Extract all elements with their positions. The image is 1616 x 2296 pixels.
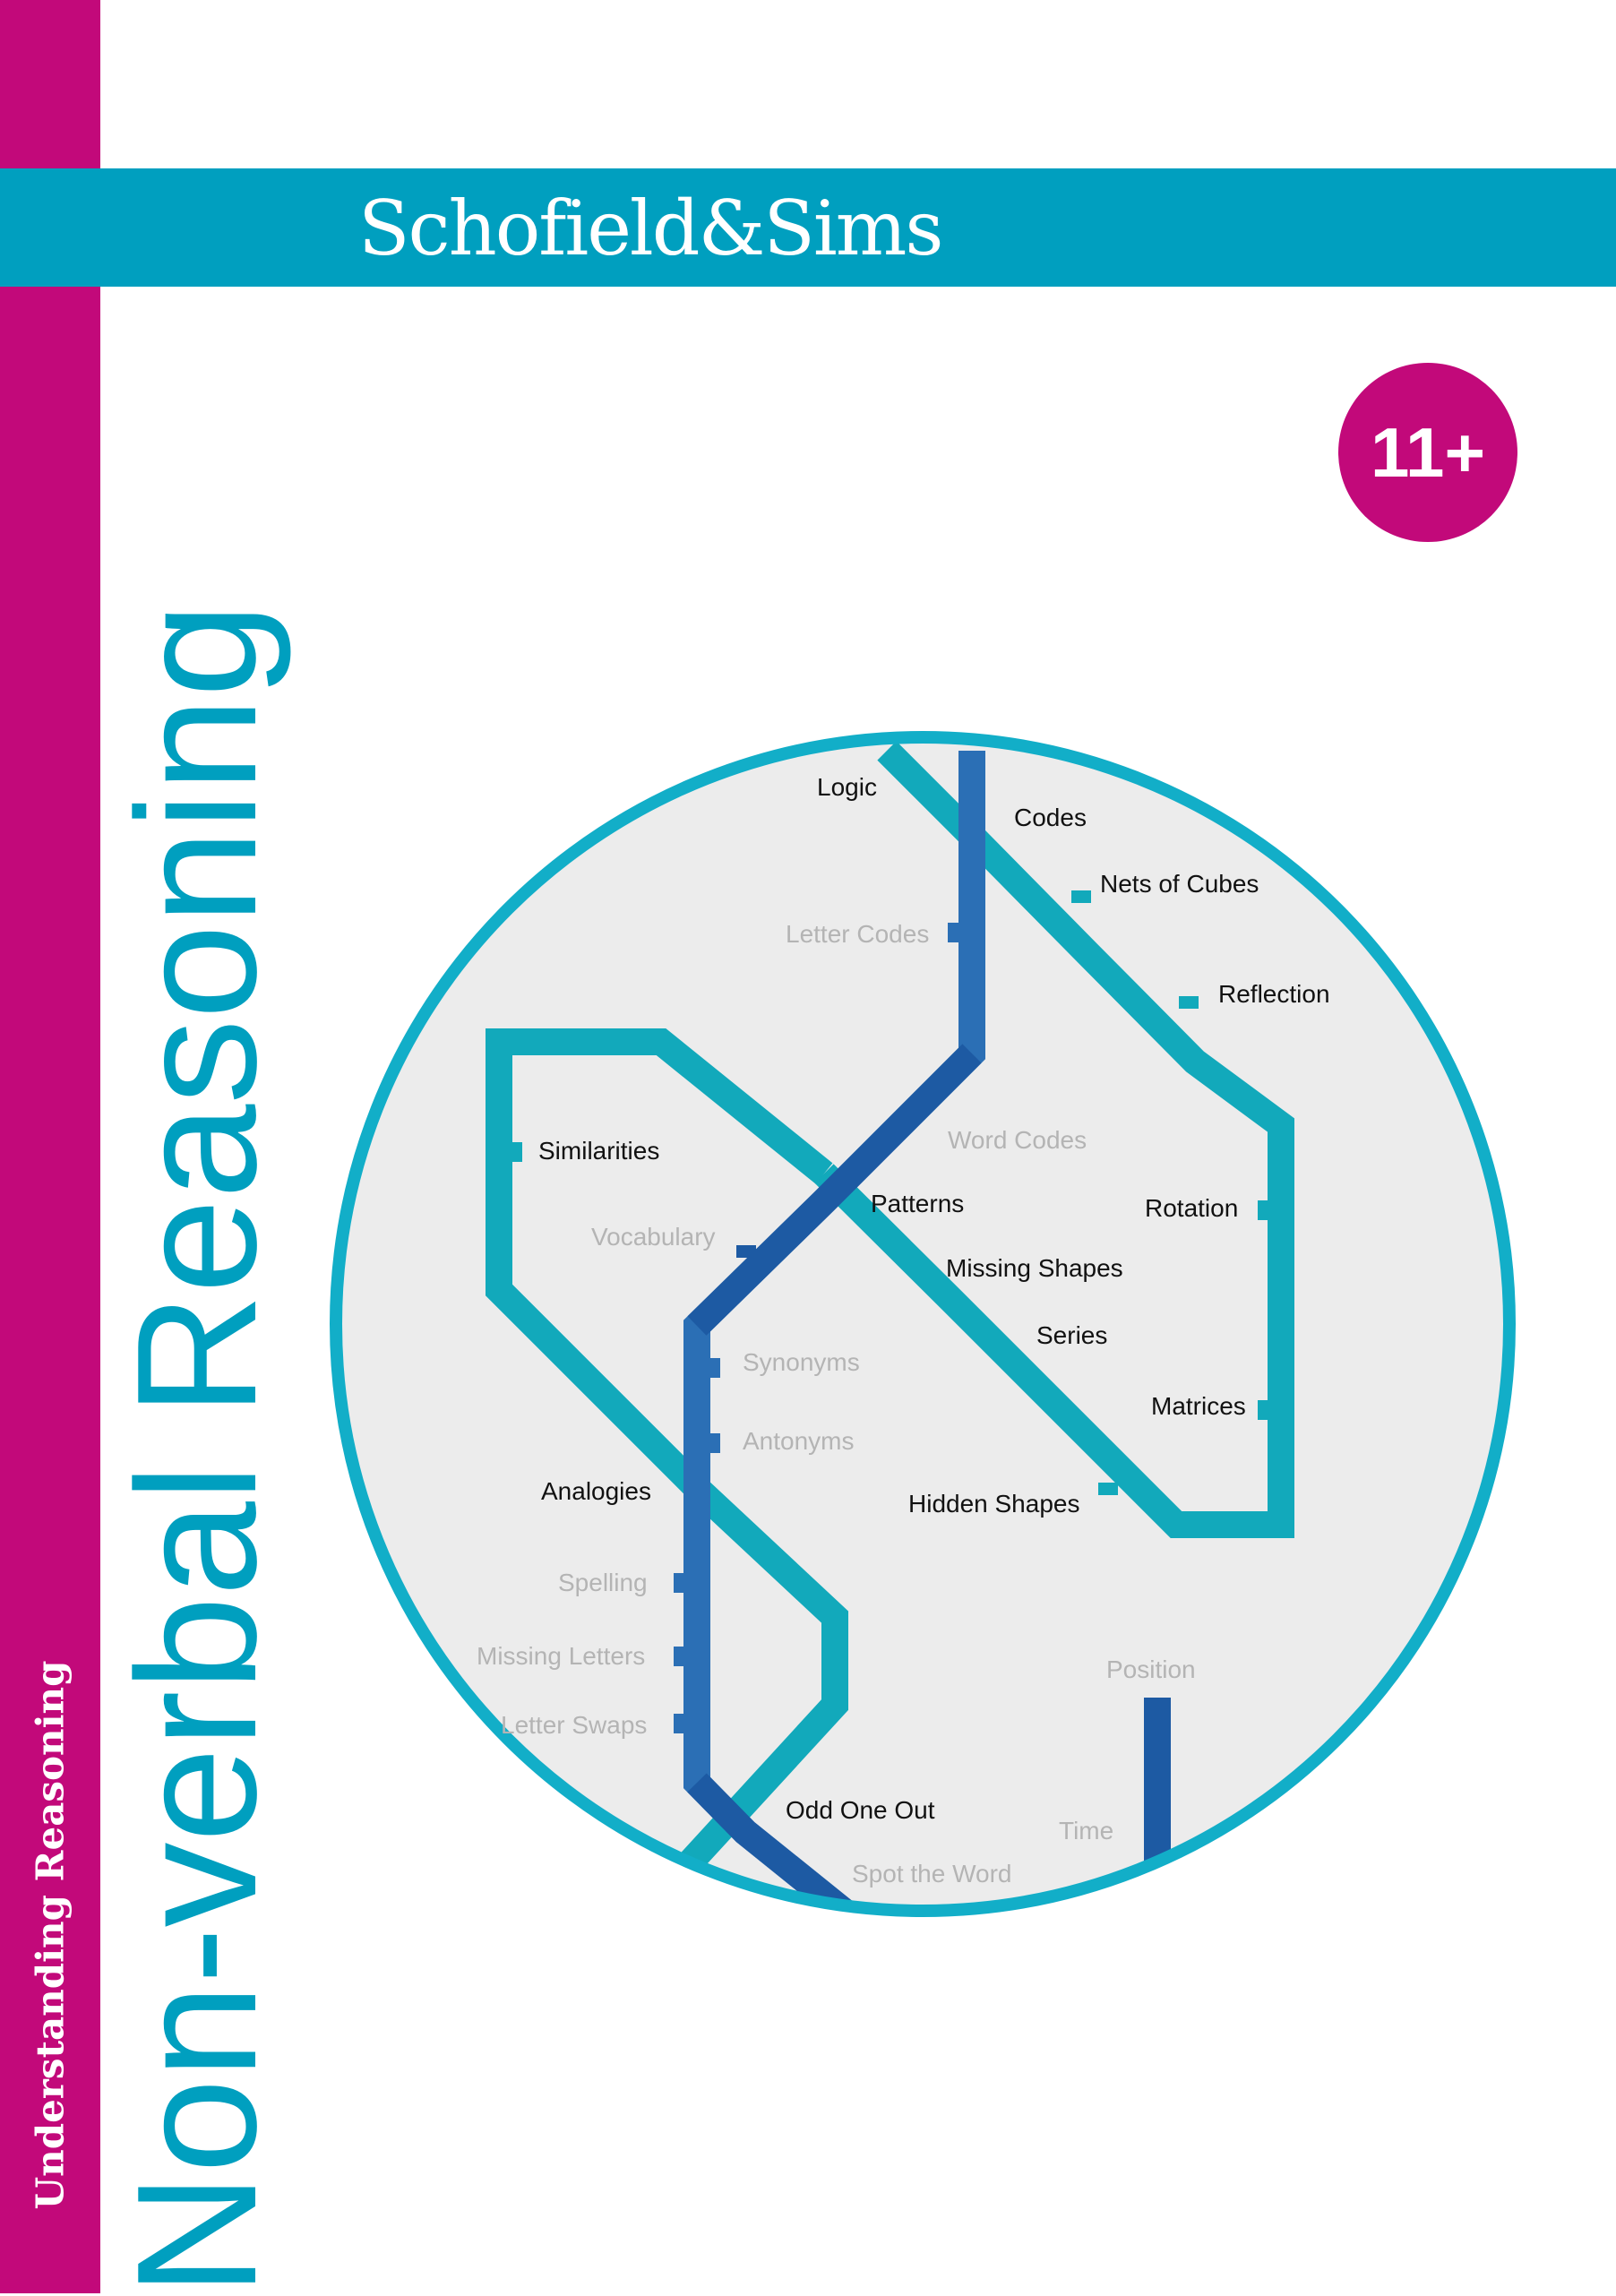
route-line-verbal-dark-a [687, 1044, 982, 1336]
station-tick-reflection [1179, 996, 1199, 1009]
station-tick-rotation [1258, 1200, 1270, 1220]
label-logic: Logic [817, 773, 877, 801]
map-circle-border [330, 731, 1516, 1917]
map-lines [486, 741, 1294, 1911]
label-hidden-shapes: Hidden Shapes [908, 1490, 1079, 1518]
label-similarities: Similarities [538, 1137, 659, 1165]
route-line-nonverbal-right [814, 741, 1294, 1538]
station-tick-letter-codes [948, 923, 960, 942]
label-word-codes: Word Codes [948, 1126, 1087, 1154]
label-odd-one-out: Odd One Out [786, 1796, 935, 1824]
station-tick-antonyms [708, 1433, 720, 1453]
level-badge: 11+ [1338, 363, 1517, 542]
label-missing-letters: Missing Letters [477, 1642, 645, 1670]
label-nets-of-cubes: Nets of Cubes [1100, 870, 1259, 898]
station-tick-matrices [1258, 1400, 1270, 1420]
station-tick-synonyms [708, 1358, 720, 1378]
label-letter-codes: Letter Codes [786, 920, 929, 948]
station-tick-spelling [674, 1573, 686, 1593]
label-series: Series [1036, 1321, 1107, 1349]
station-tick-hidden-shapes [1098, 1483, 1118, 1495]
label-reflection: Reflection [1218, 980, 1330, 1008]
station-tick-missing-shapes [910, 1265, 930, 1277]
publisher-logo: Schofield&Sims [358, 185, 944, 272]
label-codes: Codes [1014, 804, 1087, 831]
label-antonyms: Antonyms [743, 1427, 855, 1455]
level-badge-label: 11+ [1370, 412, 1485, 492]
station-tick-similarities [510, 1142, 522, 1162]
label-letter-swaps: Letter Swaps [501, 1711, 647, 1739]
station-tick-letter-swaps [674, 1714, 686, 1733]
label-analogies: Analogies [541, 1477, 651, 1505]
label-vocabulary: Vocabulary [591, 1223, 716, 1251]
route-line-nonverbal-left [486, 1028, 848, 1878]
label-patterns: Patterns [871, 1190, 964, 1217]
label-spelling: Spelling [558, 1569, 648, 1596]
label-spot-the-word: Spot the Word [852, 1860, 1011, 1888]
station-tick-nets [1071, 890, 1091, 903]
label-position: Position [1106, 1655, 1196, 1683]
label-time: Time [1059, 1817, 1113, 1845]
station-tick-vocabulary [736, 1245, 756, 1258]
station-tick-missing-letters [674, 1647, 686, 1666]
label-rotation: Rotation [1145, 1194, 1238, 1222]
publisher-band [0, 168, 1616, 287]
label-missing-shapes: Missing Shapes [946, 1254, 1123, 1282]
label-matrices: Matrices [1151, 1392, 1246, 1420]
label-synonyms: Synonyms [743, 1348, 860, 1376]
route-line-verbal-dark-b [687, 1773, 860, 1911]
spine-band [0, 0, 100, 2293]
station-tick-series [996, 1351, 1016, 1363]
